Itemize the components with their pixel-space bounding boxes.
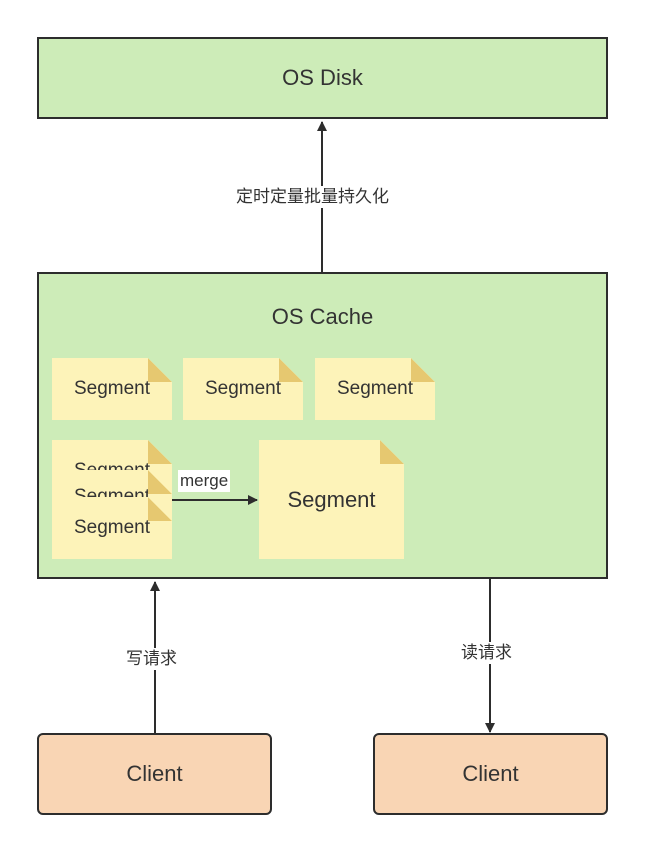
segment-label: Segment: [73, 378, 151, 399]
merged-segment-note: Segment: [259, 440, 404, 559]
persist-edge-label: 定时定量批量持久化: [234, 186, 391, 208]
read-edge-label: 读请求: [459, 642, 514, 664]
client-read-node: Client: [373, 733, 608, 815]
client-write-node: Client: [37, 733, 272, 815]
segment-note: Segment: [315, 358, 435, 420]
segment-label: Segment: [73, 517, 151, 538]
merge-edge-label: merge: [178, 470, 231, 492]
os-cache-label: OS Cache: [271, 304, 374, 329]
write-edge-label: 写请求: [124, 648, 179, 670]
os-disk-node: OS Disk: [37, 37, 608, 119]
client-label: Client: [462, 761, 519, 786]
os-disk-label: OS Disk: [282, 65, 363, 90]
segment-label: Segment: [336, 378, 414, 399]
client-label: Client: [126, 761, 183, 786]
merged-segment-label: Segment: [287, 486, 376, 512]
segment-label: Segment: [204, 378, 282, 399]
